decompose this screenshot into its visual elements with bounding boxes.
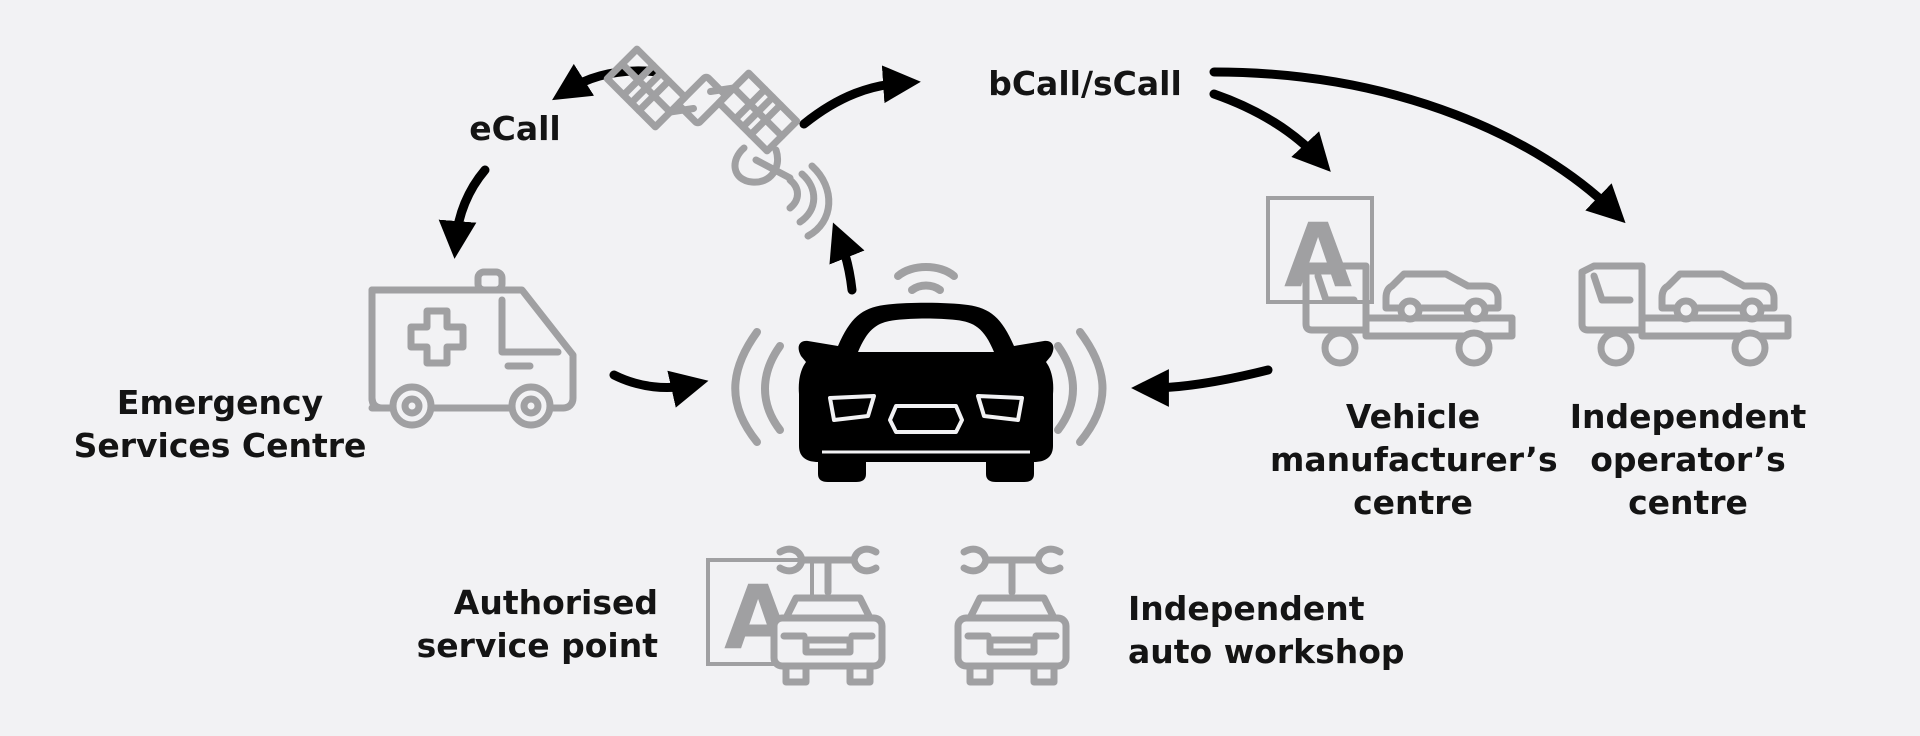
manufacturer-tow-truck: A [1266, 196, 1516, 367]
car-repair-icon [770, 545, 886, 686]
arrow-bcall-to-operator [1209, 67, 1626, 224]
label-line: centre [1628, 483, 1748, 522]
label-line: manufacturer’s [1270, 440, 1558, 479]
vehicle-manufacturer-centre-label: Vehicle manufacturer’s centre [1270, 395, 1558, 524]
authorised-service-point-label: Authorised service point [400, 581, 658, 667]
arrow-ecall-to-ambulance [438, 165, 490, 259]
ambulance-icon [368, 268, 577, 429]
satellite-icon [603, 45, 833, 240]
independent-operator-centre-label: Independent operator’s centre [1560, 395, 1816, 524]
authorised-service-point-icon: A [706, 545, 886, 686]
bcall-scall-label: bCall/sCall [988, 64, 1182, 103]
arrow-car-to-satellite [829, 222, 865, 295]
tow-truck-icon [1578, 262, 1792, 367]
connected-car-icon [731, 263, 1107, 482]
label-line: auto workshop [1128, 632, 1405, 671]
label-line: Services Centre [73, 426, 367, 465]
tow-truck-icon [1302, 262, 1516, 367]
arrow-bcall-to-manufacturer [1209, 89, 1331, 172]
label-line: Authorised [453, 583, 658, 622]
car-repair-icon [954, 545, 1070, 686]
arrow-manufacturer-to-car [1131, 365, 1273, 407]
badge-letter: A [1284, 204, 1352, 307]
label-line: operator’s [1590, 440, 1786, 479]
arrows [438, 63, 1626, 408]
label-line: Independent [1569, 397, 1807, 436]
arrow-ambulance-to-car [609, 370, 709, 408]
independent-auto-workshop-label: Independent auto workshop [1128, 587, 1428, 673]
emergency-services-centre-label: Emergency Services Centre [60, 381, 380, 467]
label-line: Vehicle [1345, 397, 1481, 436]
arrow-satellite-to-bcall [799, 65, 921, 129]
label-line: Independent [1128, 589, 1365, 628]
ecall-label: eCall [469, 109, 561, 148]
label-line: Emergency [116, 383, 324, 422]
label-line: centre [1353, 483, 1473, 522]
label-line: service point [416, 626, 658, 665]
authorised-badge-icon: A [1266, 196, 1374, 307]
